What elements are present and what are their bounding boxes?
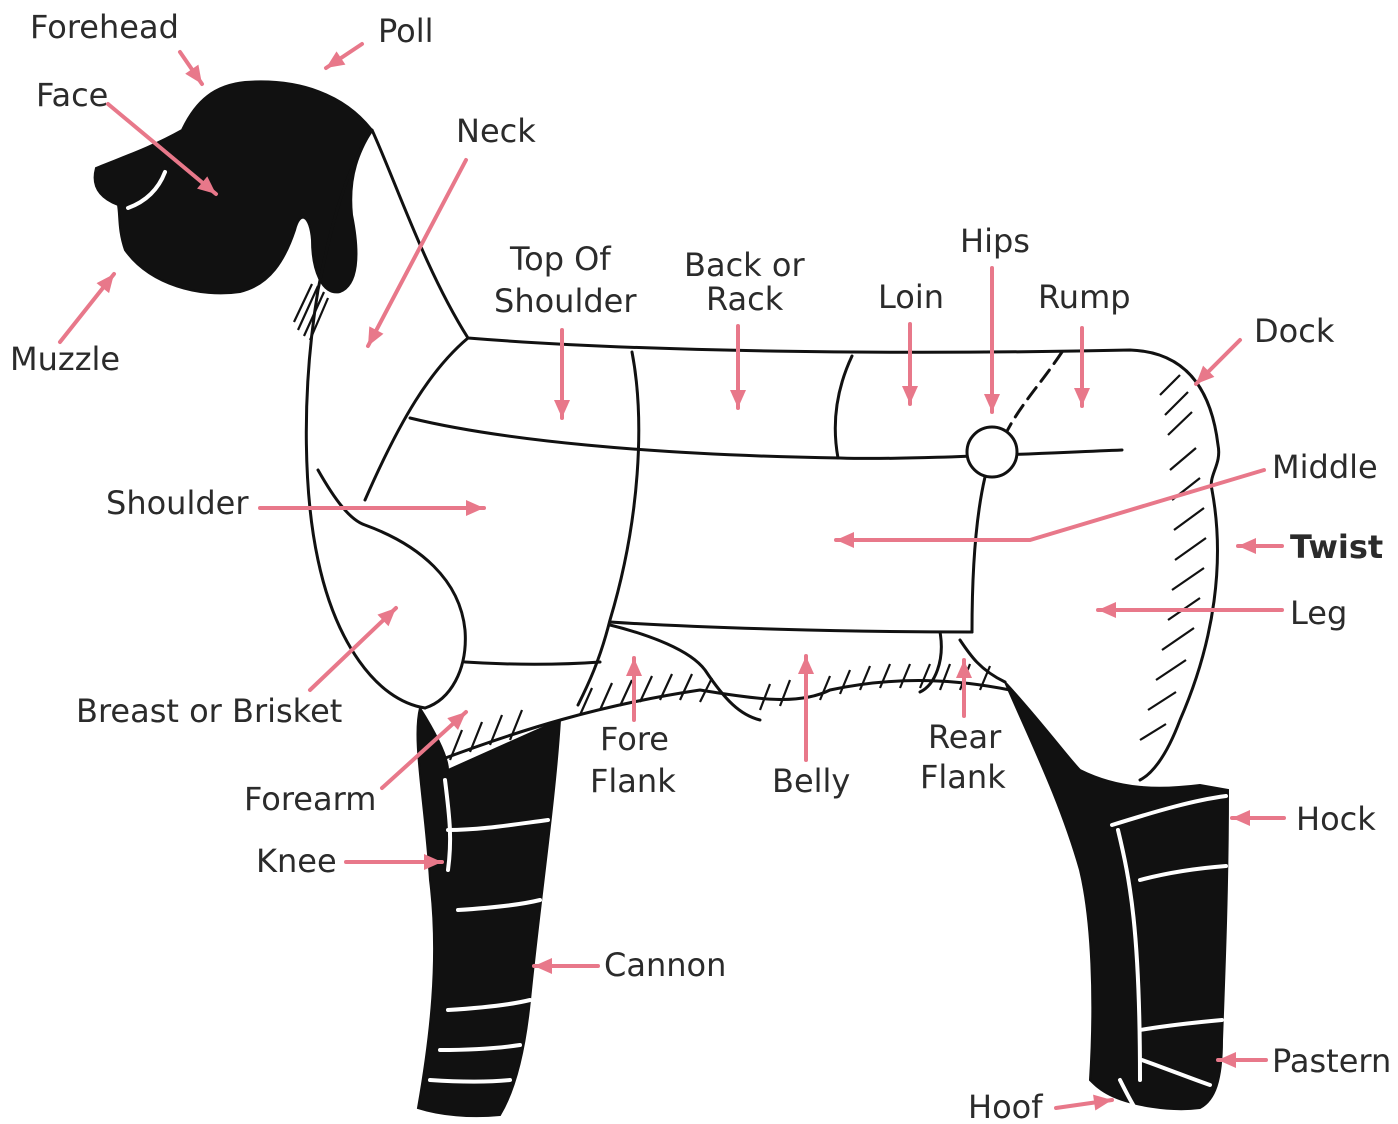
label-top-of-shoulder-line1: Top Of [509, 240, 611, 278]
front-leg [417, 708, 560, 1116]
arrowhead-cannon [534, 958, 552, 974]
arrowhead-fore-flank [626, 658, 642, 676]
brisket-curve [318, 470, 465, 708]
forearm-top-line [465, 662, 600, 664]
label-top-of-shoulder-line2: Shoulder [494, 282, 637, 320]
arrowhead-middle [836, 532, 854, 548]
arrowhead-hips [984, 394, 1000, 412]
label-back-or-rack-line1: Back or [684, 246, 805, 284]
lamb-head [95, 81, 372, 293]
arrowhead-hoof [1093, 1095, 1112, 1111]
label-muzzle: Muzzle [10, 340, 120, 378]
label-belly: Belly [772, 762, 850, 800]
label-rear-flank-line2: Flank [920, 758, 1006, 796]
arrowhead-forehead [185, 65, 202, 84]
loin-front-line [835, 356, 852, 458]
label-shoulder: Shoulder [106, 484, 249, 522]
label-poll: Poll [378, 12, 434, 50]
label-twist: Twist [1290, 528, 1383, 566]
arrowhead-poll [326, 51, 345, 68]
label-hips: Hips [960, 222, 1030, 260]
label-back-or-rack-line2: Rack [706, 280, 784, 318]
arrowhead-rump [1074, 388, 1090, 406]
hips-dashed-line [1005, 352, 1062, 435]
lower-body-line [610, 622, 972, 632]
hoof-line [430, 1080, 510, 1082]
label-hoof: Hoof [968, 1088, 1043, 1124]
arrow-neck [368, 160, 466, 346]
leg-hatch [1140, 375, 1206, 740]
label-fore-flank-line2: Flank [590, 762, 676, 800]
arrowhead-twist [1238, 538, 1256, 554]
label-neck: Neck [456, 112, 536, 150]
label-forearm: Forearm [244, 780, 376, 818]
label-cannon: Cannon [604, 946, 726, 984]
label-breast-or-brisket: Breast or Brisket [76, 692, 342, 730]
label-pastern: Pastern [1272, 1042, 1391, 1080]
label-dock: Dock [1254, 312, 1335, 350]
arrowhead-belly [798, 656, 814, 674]
label-face: Face [36, 76, 108, 114]
arrowhead-rear-flank [956, 660, 972, 678]
middle-rear-line [972, 477, 985, 632]
label-middle: Middle [1272, 448, 1378, 486]
arrow-middle [836, 470, 1264, 540]
shoulder-rear-line [578, 352, 639, 705]
label-knee: Knee [256, 842, 337, 880]
arrowhead-shoulder [466, 500, 484, 516]
arrowhead-back-or-rack [730, 390, 746, 408]
rear-leg [1005, 682, 1228, 1109]
arrowhead-loin [902, 386, 918, 404]
arrowhead-leg [1098, 602, 1116, 618]
arrowhead-hock [1232, 810, 1250, 826]
label-rear-flank-line1: Rear [928, 718, 1002, 756]
label-fore-flank-line1: Fore [600, 720, 669, 758]
hip-joint-circle [967, 427, 1017, 477]
label-forehead: Forehead [30, 8, 179, 46]
label-hock: Hock [1296, 800, 1376, 838]
label-loin: Loin [878, 278, 944, 316]
label-leg: Leg [1290, 594, 1347, 632]
arrowhead-top-of-shoulder [554, 400, 570, 418]
label-rump: Rump [1038, 278, 1131, 316]
